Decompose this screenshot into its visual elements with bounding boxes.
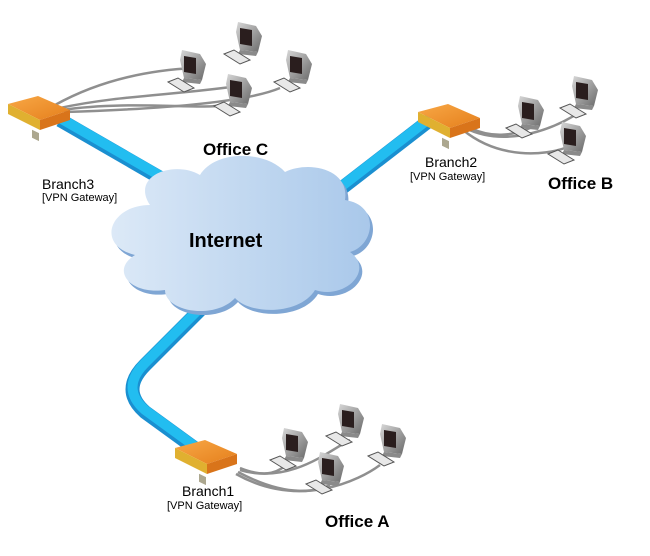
computer-icon: [222, 22, 262, 65]
computer-icon: [212, 74, 252, 117]
computer-icon: [366, 424, 406, 467]
router-branch2: [418, 104, 480, 150]
branch3-role: [VPN Gateway]: [42, 192, 118, 204]
computer-icon: [166, 50, 206, 93]
computer-icon: [546, 122, 586, 165]
internet-label: Internet: [189, 230, 263, 252]
branch1-role: [VPN Gateway]: [167, 500, 243, 512]
office-a-label: Office A: [325, 512, 390, 531]
computer-icon: [272, 50, 312, 93]
router-branch1: [175, 440, 237, 486]
branch2-role: [VPN Gateway]: [410, 171, 486, 183]
computer-icon: [558, 76, 598, 119]
internet-cloud: [111, 155, 373, 316]
branch3-name: Branch3: [42, 176, 95, 192]
branch1-name: Branch1: [182, 483, 235, 499]
computer-icon: [268, 428, 308, 471]
link-branch1: [125, 299, 210, 458]
branch2-name: Branch2: [425, 154, 478, 170]
computer-icon: [304, 452, 344, 495]
computer-icon: [324, 404, 364, 447]
computer-icon: [504, 96, 544, 139]
office-c-label: Office C: [203, 140, 269, 159]
router-branch3: [8, 96, 70, 142]
office-b-label: Office B: [548, 174, 614, 193]
